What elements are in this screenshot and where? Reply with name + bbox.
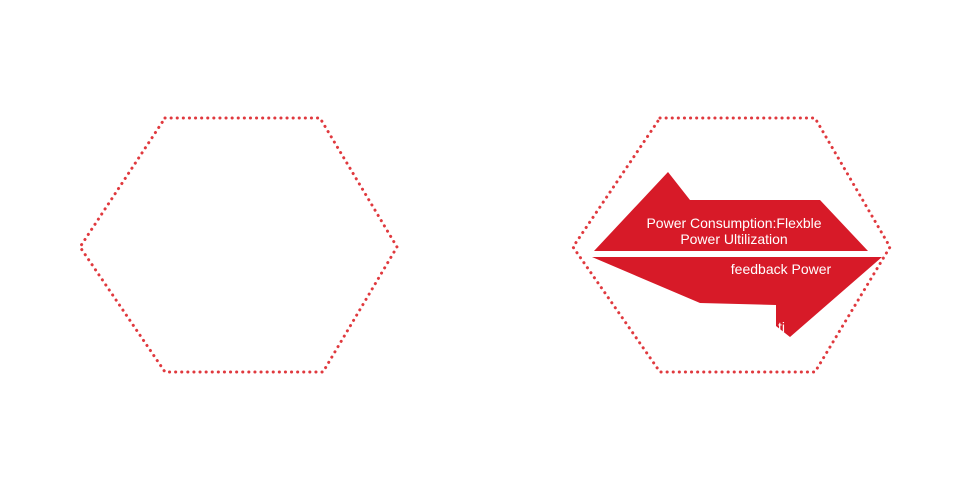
right-arrow-fragment: ti <box>778 319 785 335</box>
right-arrow-label: feedback Power <box>731 261 832 277</box>
left-arrow-label-line1: Power Consumption:Flexble <box>646 215 821 231</box>
right-hexagon-group: Power Consumption:Flexble Power Ultiliza… <box>571 116 892 374</box>
right-pointing-arrow <box>592 257 882 337</box>
left-hexagon-outline <box>78 116 399 374</box>
right-hexagon-outline <box>571 116 892 374</box>
left-pointing-arrow <box>594 172 868 251</box>
left-arrow-label-line2: Power Ultilization <box>680 231 787 247</box>
